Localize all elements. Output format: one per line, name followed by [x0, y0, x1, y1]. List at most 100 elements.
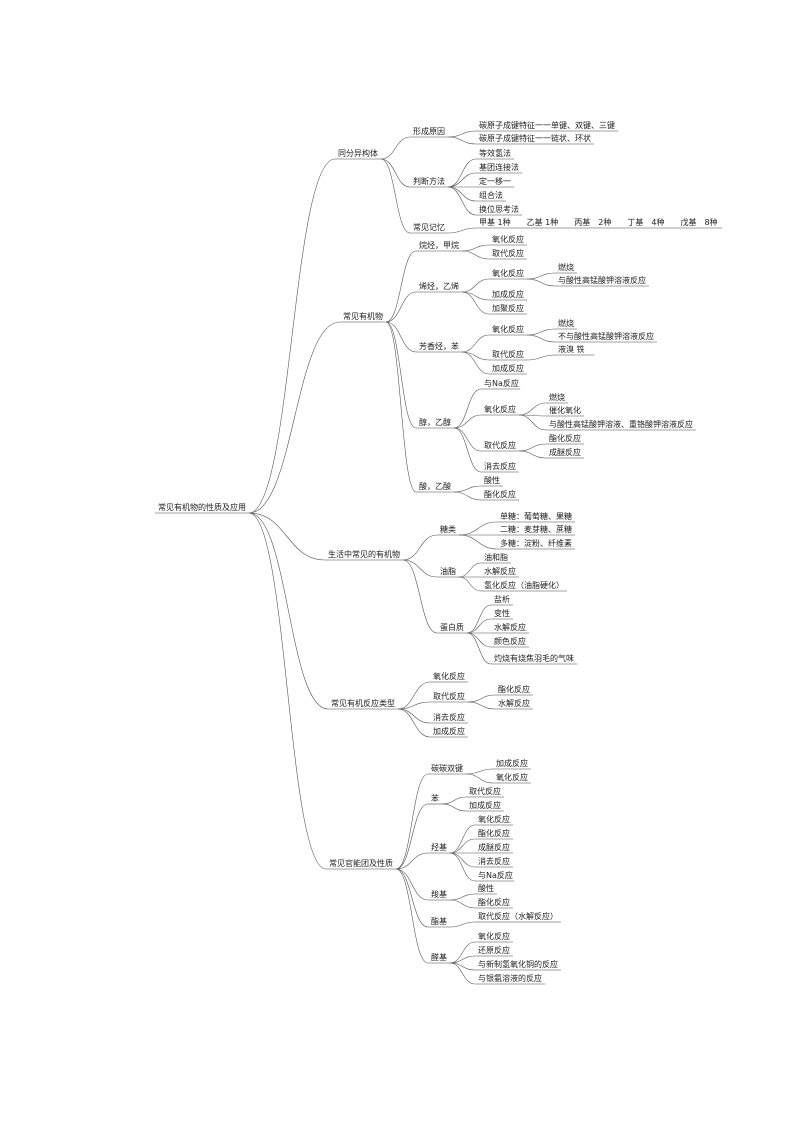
connector-curve — [397, 681, 431, 710]
leaf-node: 单糖：葡萄糖、果糖 — [500, 511, 572, 521]
connector-curve — [441, 803, 467, 812]
leaf-node: 水解反应 — [494, 622, 526, 632]
connector-curve — [447, 186, 477, 202]
connector-curve — [380, 158, 411, 234]
connector-curve — [248, 158, 336, 514]
connector-curve — [402, 534, 438, 561]
connector-curve — [395, 868, 429, 964]
leaf-node: 油脂 — [440, 566, 456, 576]
connector-curve — [465, 768, 494, 775]
leaf-node: 加成反应 — [433, 726, 465, 736]
leaf-node: 燃烧 — [558, 262, 574, 272]
connector-curve — [458, 562, 482, 578]
leaf-node: 加聚反应 — [492, 303, 524, 313]
leaf-node: 形成原因 — [413, 126, 445, 136]
connector-curve — [449, 852, 476, 882]
leaf-node: 与Na反应 — [484, 378, 519, 388]
leaf-node: 定一移一 — [479, 176, 511, 186]
connector-curve — [461, 244, 490, 252]
connector-curve — [461, 291, 490, 301]
connector-curve — [449, 962, 476, 985]
connector-curve — [248, 512, 326, 561]
connector-curve — [453, 388, 482, 429]
leaf-node: 羧基 — [431, 889, 447, 899]
connector-curve — [447, 172, 477, 188]
connector-curve — [453, 485, 482, 493]
connector-curve — [467, 701, 496, 710]
leaf-node: 成醚反应 — [549, 447, 581, 457]
connector-curve — [441, 796, 467, 805]
leaf-node: 烯烃，乙烯 — [419, 281, 459, 291]
connector-curve — [453, 427, 482, 473]
connector-curve — [461, 250, 490, 260]
leaf-node: 取代反应 — [484, 440, 516, 450]
connector-curve — [402, 559, 438, 634]
leaf-node: 组合法 — [479, 190, 503, 200]
leaf-node: 取代反应 — [492, 248, 524, 258]
connector-curve — [458, 534, 498, 550]
leaf-node: 盐析 — [494, 594, 510, 604]
leaf-node: 常见记忆 — [413, 222, 445, 232]
connector-curve — [453, 491, 482, 501]
leaf-node: 加成反应 — [469, 800, 501, 810]
connector-curve — [461, 351, 490, 361]
leaf-node: 酯化反应 — [478, 828, 510, 838]
leaf-node: 燃烧 — [549, 392, 565, 402]
connector-curve — [453, 414, 482, 429]
leaf-node: 加成反应 — [496, 758, 528, 768]
connector-curve — [449, 899, 476, 909]
leaf-node: 酯基 — [431, 916, 447, 926]
connector-curve — [447, 227, 477, 234]
leaf-node: 氢化反应（油脂硬化） — [484, 580, 564, 590]
connector-curve — [449, 852, 476, 868]
leaf-node: 不与酸性高锰酸钾溶液反应 — [558, 331, 654, 341]
leaf-node: 灼烧有烧焦羽毛的气味 — [494, 653, 574, 663]
leaf-node: 取代反应 — [469, 786, 501, 796]
leaf-node: 甲基 1种 乙基 1种 丙基 2种 丁基 4种 戊基 8种 — [479, 217, 718, 227]
connector-lines — [248, 130, 556, 985]
leaf-node: 与酸性高锰酸钾溶液、重铬酸钾溶液反应 — [549, 419, 693, 429]
leaf-node: 颜色反应 — [494, 636, 526, 646]
leaf-node: 羟基 — [431, 842, 447, 852]
connector-curve — [449, 921, 476, 928]
leaf-node: 酸，乙酸 — [419, 481, 451, 491]
connector-curve — [449, 824, 476, 854]
leaf-node: 判断方法 — [413, 176, 445, 186]
leaf-node: 碳原子成键特征一一单键、双键、三键 — [479, 120, 615, 130]
leaf-node: 取代反应（水解反应） — [478, 911, 558, 921]
leaf-node: 酯化反应 — [478, 897, 510, 907]
connector-curve — [465, 773, 494, 784]
leaf-node: 变性 — [494, 608, 510, 618]
connector-curve — [402, 559, 438, 578]
leaf-node: 取代反应 — [433, 691, 465, 701]
connector-curve — [385, 250, 417, 323]
leaf-node: 与新制氢氧化铜的反应 — [478, 959, 558, 969]
leaf-node: 成醚反应 — [478, 842, 510, 852]
connector-curve — [395, 868, 429, 901]
connector-curve — [395, 773, 429, 870]
connector-curve — [449, 955, 476, 964]
leaf-node: 换位思考法 — [479, 204, 519, 214]
connector-curve — [467, 694, 496, 703]
leaf-node: 油和脂 — [484, 552, 508, 562]
connector-curve — [380, 158, 411, 188]
leaf-node: 酯化反应 — [498, 684, 530, 694]
connector-curve — [526, 334, 556, 343]
connector-curve — [447, 186, 477, 216]
connector-curve — [466, 632, 492, 648]
connector-curve — [466, 632, 492, 665]
leaf-node: 取代反应 — [492, 349, 524, 359]
leaf-node: 加成反应 — [492, 289, 524, 299]
branch-node: 同分异构体 — [338, 148, 378, 158]
connector-curve — [385, 321, 417, 493]
leaf-node: 酸性 — [484, 475, 500, 485]
leaf-node: 燃烧 — [558, 318, 574, 328]
leaf-node: 氧化反应 — [478, 931, 510, 941]
connector-curve — [385, 321, 417, 353]
connector-curve — [461, 334, 490, 353]
connector-curve — [461, 291, 490, 315]
connector-curve — [380, 136, 411, 160]
connector-curve — [447, 136, 477, 145]
leaf-node: 液溴 铁 — [558, 344, 585, 354]
connector-curve — [397, 708, 431, 738]
